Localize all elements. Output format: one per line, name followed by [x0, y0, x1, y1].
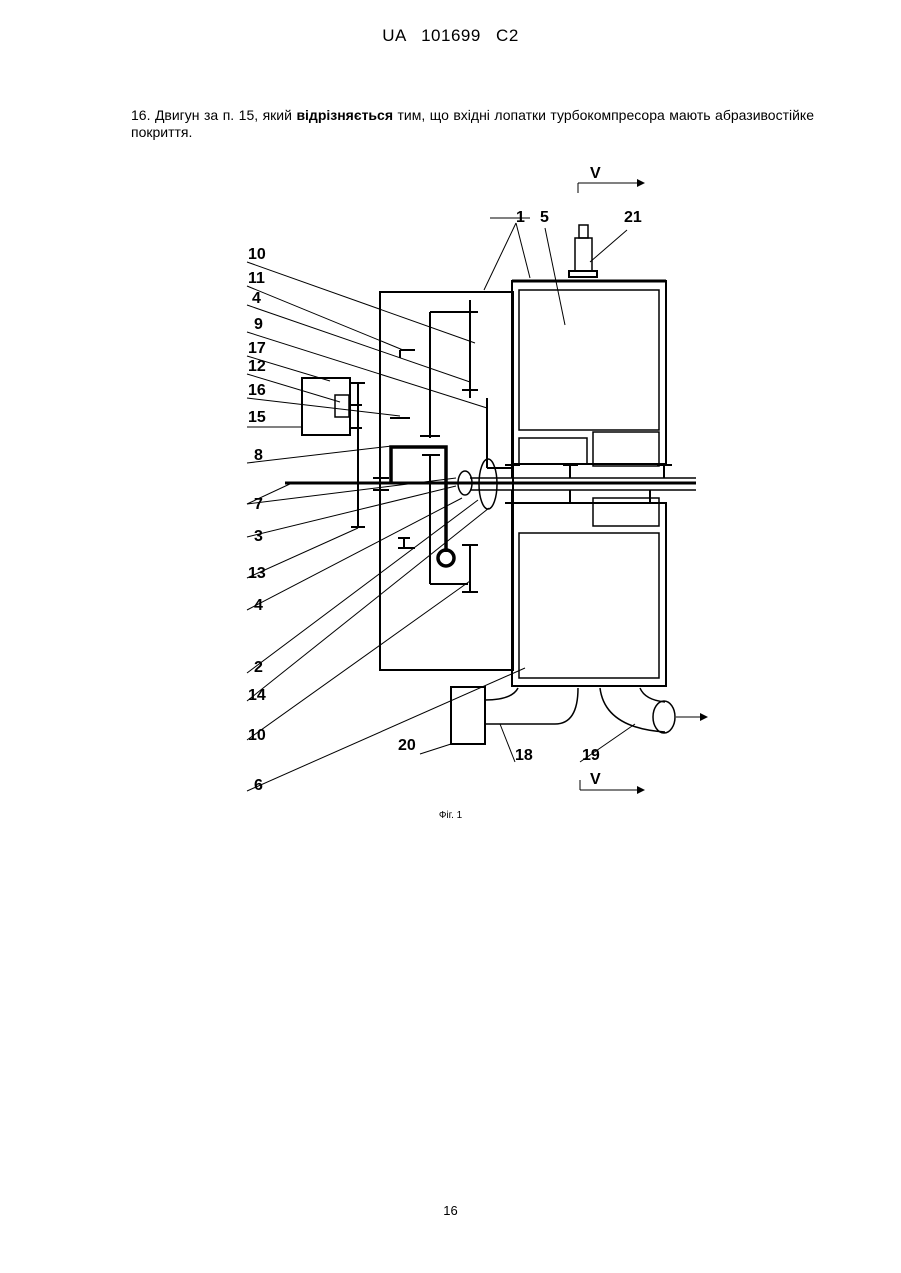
ref-label-20: 20	[398, 737, 416, 754]
upper-block-inner	[519, 290, 659, 430]
box-15	[302, 378, 350, 435]
engine-diagram: V V 1 5 21 10 11 4 9 17 12 16 15 8 7 3 1…	[0, 0, 901, 830]
ref-label-6: 6	[254, 777, 263, 794]
ref-label-7: 7	[254, 496, 263, 513]
ref-label-10-top: 10	[248, 246, 266, 263]
ref-label-12: 12	[248, 358, 266, 375]
page-number: 16	[0, 1203, 901, 1218]
lower-block-outer	[512, 503, 666, 686]
component-21-cap	[579, 225, 588, 238]
ref-label-10-bottom: 10	[248, 727, 266, 744]
ref-label-5: 5	[540, 209, 549, 226]
ref-label-16: 16	[248, 382, 266, 399]
lower-block-inner	[519, 533, 659, 678]
upper-block-outer	[512, 281, 666, 464]
ref-label-13: 13	[248, 565, 266, 582]
ref-label-1: 1	[516, 209, 525, 226]
bearing-ring	[438, 550, 454, 566]
ref-label-9: 9	[254, 316, 263, 333]
upper-right-sub-block	[593, 432, 659, 466]
direction-label-bottom: V	[590, 771, 601, 788]
pipe-18	[485, 688, 578, 724]
box-16	[335, 395, 349, 417]
ref-label-19: 19	[582, 747, 600, 764]
ref-label-14: 14	[248, 687, 266, 704]
ref-label-3: 3	[254, 528, 263, 545]
ref-label-4-bottom: 4	[254, 597, 263, 614]
ref-label-8: 8	[254, 447, 263, 464]
component-21-body	[575, 238, 592, 271]
ref-label-15: 15	[248, 409, 266, 426]
ref-label-4-top: 4	[252, 290, 261, 307]
direction-label-top: V	[590, 165, 601, 182]
ref-label-11: 11	[248, 270, 265, 287]
ref-label-2: 2	[254, 659, 263, 676]
box-20	[451, 687, 485, 744]
ref-label-18: 18	[515, 747, 533, 764]
ref-label-21: 21	[624, 209, 642, 226]
ref-label-17: 17	[248, 340, 266, 357]
figure-caption: Фіг. 1	[0, 810, 901, 821]
component-21-base	[569, 271, 597, 277]
pipe-19-outlet	[653, 701, 675, 733]
upper-sub-block	[519, 438, 587, 464]
